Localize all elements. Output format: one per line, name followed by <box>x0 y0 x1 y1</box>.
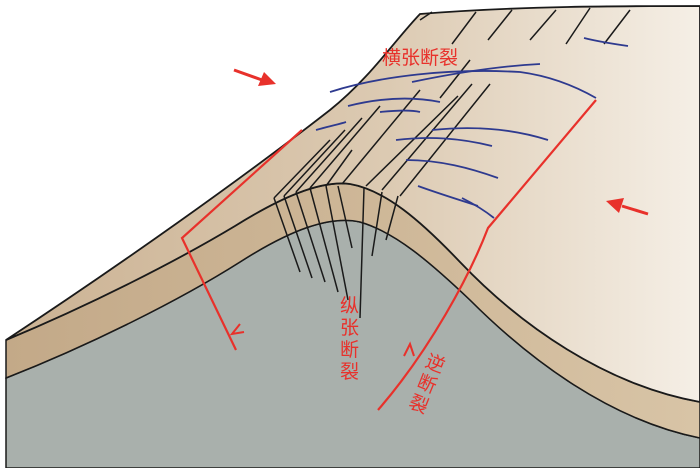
left-reverse-fault <box>180 129 303 351</box>
compression-arrows <box>233 68 649 216</box>
right-reverse-fault <box>377 99 597 411</box>
half-arrow-down-icon <box>229 323 245 336</box>
top-bedding-surface <box>5 5 700 403</box>
longitudinal-fault-label: 纵张断裂 <box>340 295 359 383</box>
displacement-arrows <box>229 323 415 357</box>
reverse-faults <box>180 99 597 411</box>
red-arrow-right-icon <box>233 68 276 86</box>
red-arrow-left-icon <box>606 198 649 216</box>
half-arrow-up-icon <box>403 341 415 357</box>
transverse-fault-label: 横张断裂 <box>382 47 458 69</box>
transverse-tension-cracks <box>315 37 629 219</box>
longitudinal-tension-cracks <box>273 7 631 319</box>
